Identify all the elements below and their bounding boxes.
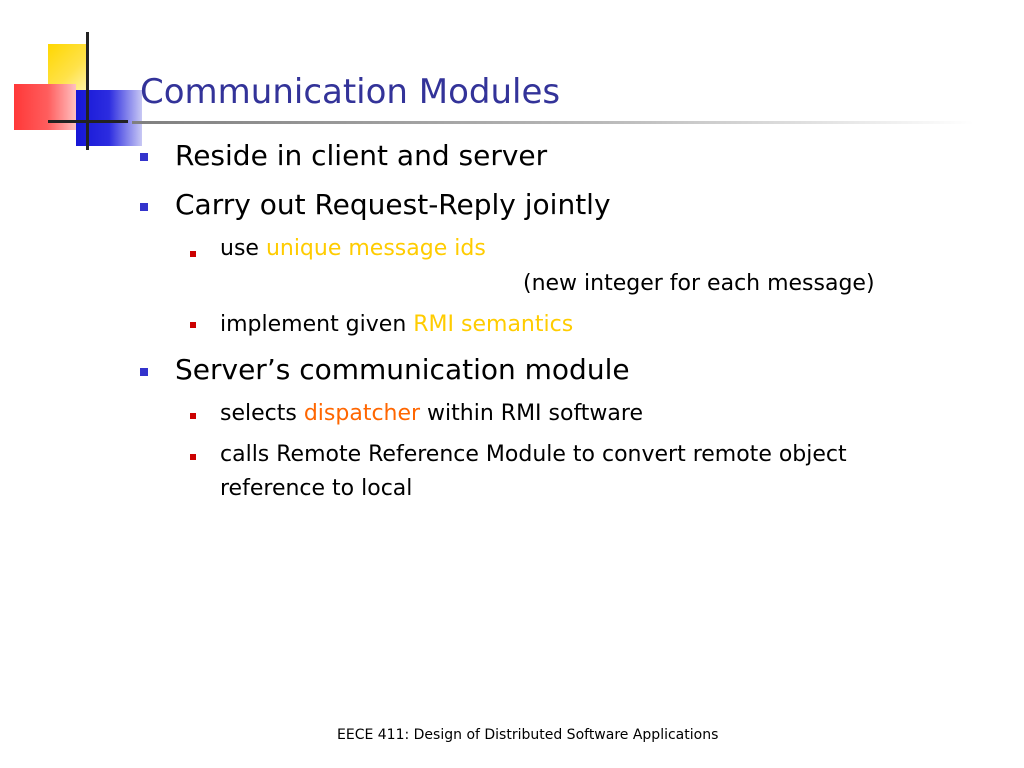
bullet-reside: Reside in client and server bbox=[175, 139, 548, 172]
bullet-server-module: Server’s communication module bbox=[175, 353, 630, 386]
sub-bullet-text: selects bbox=[220, 401, 304, 426]
sub-bullet-text: implement given bbox=[220, 312, 414, 337]
sub-bullet-marker bbox=[190, 454, 196, 460]
title-underline bbox=[132, 121, 974, 124]
bullet-marker bbox=[140, 368, 148, 376]
sub-bullet-marker bbox=[190, 251, 196, 257]
sub-bullet-unique-ids: use unique message ids bbox=[220, 232, 486, 266]
bullet-marker bbox=[140, 203, 148, 211]
logo-vertical-line bbox=[86, 32, 89, 150]
sub-bullet-text: within RMI software bbox=[420, 401, 644, 426]
logo-red-square bbox=[14, 84, 76, 130]
sub-bullet-marker bbox=[190, 322, 196, 328]
sub-bullet-dispatcher: selects dispatcher within RMI software bbox=[220, 397, 643, 431]
slide-title: Communication Modules bbox=[140, 72, 561, 112]
slide-footer: EECE 411: Design of Distributed Software… bbox=[337, 727, 719, 743]
sub-bullet-rmi-semantics: implement given RMI semantics bbox=[220, 308, 573, 342]
sub-bullet-remote-reference-cont: reference to local bbox=[220, 476, 413, 501]
sub-bullet-remote-reference: calls Remote Reference Module to convert… bbox=[220, 442, 847, 467]
bullet-request-reply: Carry out Request-Reply jointly bbox=[175, 188, 611, 221]
sub-bullet-marker bbox=[190, 413, 196, 419]
sub-bullet-text: use bbox=[220, 236, 266, 261]
logo-horizontal-line bbox=[48, 120, 128, 123]
bullet-marker bbox=[140, 153, 148, 161]
logo-yellow-square bbox=[48, 44, 88, 90]
slide-logo-decoration bbox=[0, 0, 150, 160]
highlight-unique-message-ids: unique message ids bbox=[265, 236, 486, 261]
highlight-dispatcher: dispatcher bbox=[303, 401, 421, 426]
highlight-rmi-semantics: RMI semantics bbox=[413, 312, 574, 337]
sub-bullet-note: (new integer for each message) bbox=[523, 271, 875, 296]
